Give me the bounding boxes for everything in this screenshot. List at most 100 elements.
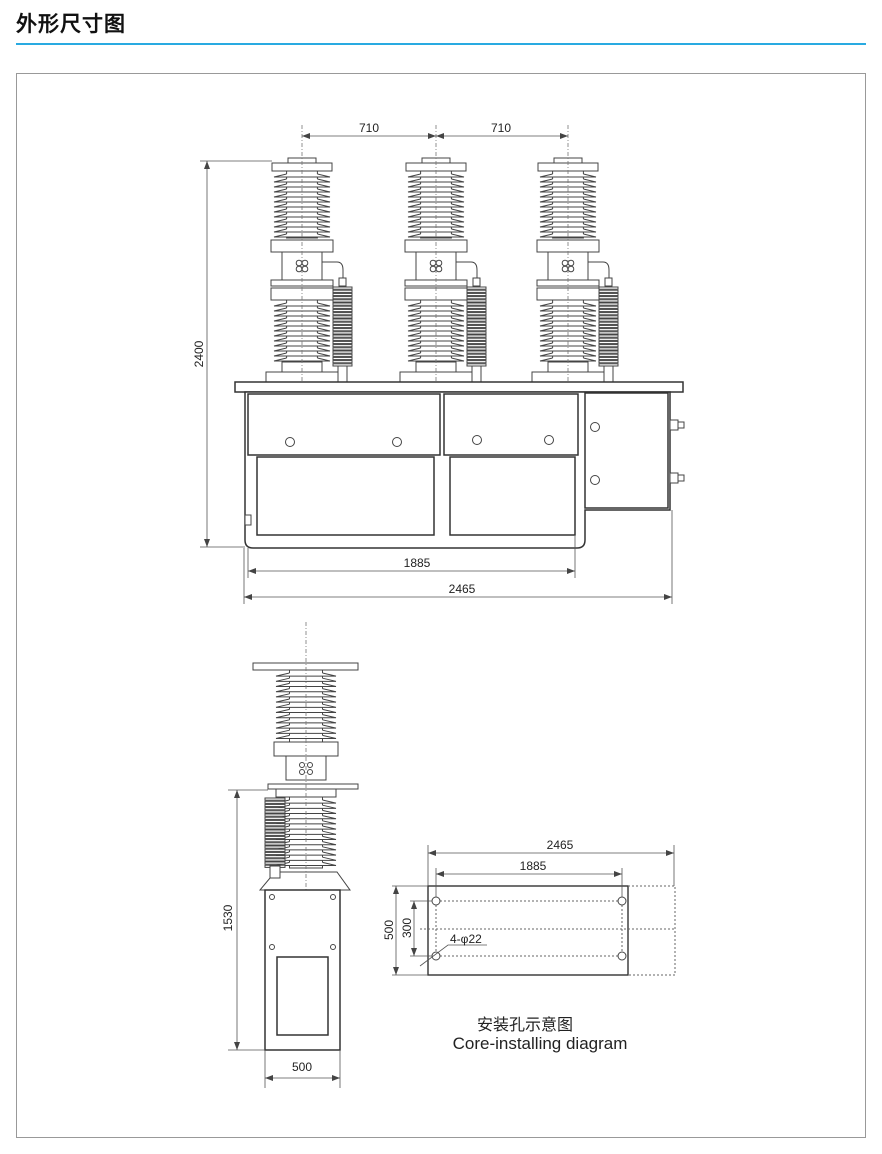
arrester-shed: [264, 832, 286, 836]
arrester-shed: [332, 337, 353, 341]
arrester-shed: [264, 800, 286, 804]
arrester-shed: [264, 839, 286, 843]
extension-outline: [628, 885, 676, 976]
arrester-shed: [598, 353, 619, 357]
base-outline: [427, 885, 629, 976]
hole-spec-label: 4-φ22: [450, 932, 482, 946]
panel-upper-middle: [443, 393, 579, 456]
arrester-shed: [598, 360, 619, 364]
arrester-shed: [264, 816, 286, 820]
panel-lower-left: [256, 456, 435, 536]
bolt-pattern: [435, 265, 443, 273]
arrester-shed: [264, 819, 286, 824]
arrester-base: [471, 365, 482, 383]
arrester-shed: [332, 328, 353, 332]
bolt-pattern: [307, 762, 313, 768]
cabinet-bolt: [269, 894, 275, 900]
base: [258, 871, 351, 891]
arrester-shed: [466, 315, 487, 319]
arrester-shed: [332, 315, 353, 319]
arrester-shed: [466, 312, 487, 316]
dim-label-500: 500: [382, 920, 396, 940]
bolt-pattern: [435, 259, 443, 267]
arrester-base: [337, 365, 348, 383]
arrester-shed: [332, 292, 353, 297]
arrester-shed: [598, 340, 619, 345]
arrester-lead: [588, 261, 610, 278]
arrester-shed: [264, 861, 286, 865]
arrester-shed: [598, 315, 619, 319]
arrester-shed: [466, 356, 487, 361]
arrester-shed: [332, 286, 353, 290]
cabinet-knob: [677, 421, 685, 429]
panel-bolt: [392, 437, 402, 447]
cabinet-knob: [669, 419, 679, 431]
arrester-shed: [598, 299, 619, 303]
panel-bolt: [472, 435, 482, 445]
arrester-shed: [264, 826, 286, 830]
mounting-hole: [431, 896, 441, 906]
arrester-shed: [598, 305, 619, 309]
insulator-shed: [275, 714, 337, 719]
installing-diagram: 2465 1885 500 300 4-φ22 安装孔示意图 Core-inst…: [382, 838, 676, 1053]
dim-label-1885: 1885: [520, 859, 547, 873]
arrester-shed: [332, 324, 353, 329]
bolt-pattern: [561, 259, 569, 267]
arrester-shed: [598, 331, 619, 335]
arrester-shed: [332, 360, 353, 364]
arrester-shed: [264, 829, 286, 833]
mounting-hole: [617, 896, 627, 906]
arrester-shed: [332, 302, 353, 306]
arrester-shed: [466, 296, 487, 300]
arrester-shed: [466, 331, 487, 335]
arrester-shed: [598, 334, 619, 338]
arrester-shed: [264, 797, 286, 801]
caption-cn: 安装孔示意图: [477, 1015, 573, 1034]
arrester-shed: [332, 308, 353, 313]
arrester-shed: [264, 858, 286, 862]
arrester-cap: [604, 277, 613, 287]
cabinet-bolt: [330, 894, 336, 900]
arrester-shed: [264, 835, 286, 840]
cabinet-bolt: [590, 475, 600, 485]
dim-label-2465: 2465: [547, 838, 574, 852]
caption-en: Core-installing diagram: [453, 1034, 628, 1053]
arrester-shed: [466, 289, 487, 293]
arrester-shed: [466, 318, 487, 322]
cabinet-bolt: [269, 944, 275, 950]
pole: [265, 157, 353, 383]
arrester-shed: [598, 324, 619, 329]
arrester-shed: [466, 305, 487, 309]
arrester-shed: [598, 308, 619, 313]
mounting-plate: [267, 783, 359, 790]
side-pole: [252, 662, 359, 891]
arrester-shed: [466, 360, 487, 364]
arrester-shed: [332, 296, 353, 300]
arrester-shed: [598, 292, 619, 297]
drawing-frame: [16, 73, 866, 1138]
arrester-shed: [332, 350, 353, 354]
arrester-shed: [598, 356, 619, 361]
arrester-shed: [332, 299, 353, 303]
arrester-shed: [264, 823, 286, 827]
dim-label-2400: 2400: [192, 340, 206, 367]
arrester-base: [603, 365, 614, 383]
dim-label-500: 500: [292, 1060, 312, 1074]
arrester-shed: [264, 845, 286, 849]
side-view: 1530 500: [221, 622, 359, 1088]
arrester-shed: [598, 337, 619, 341]
arrester-shed: [466, 350, 487, 354]
arrester-shed: [332, 347, 353, 351]
bolt-pattern: [299, 762, 305, 768]
arrester-shed: [466, 292, 487, 297]
bolt-pattern: [429, 259, 437, 267]
arrester-shed: [332, 331, 353, 335]
arrester-shed: [598, 321, 619, 325]
arrester-shed: [264, 807, 286, 811]
bolt-pattern: [567, 265, 575, 273]
page-title: 外形尺寸图: [16, 12, 126, 36]
poles: [265, 157, 619, 383]
cabinet-right: [584, 392, 669, 509]
arrester-shed: [466, 286, 487, 290]
